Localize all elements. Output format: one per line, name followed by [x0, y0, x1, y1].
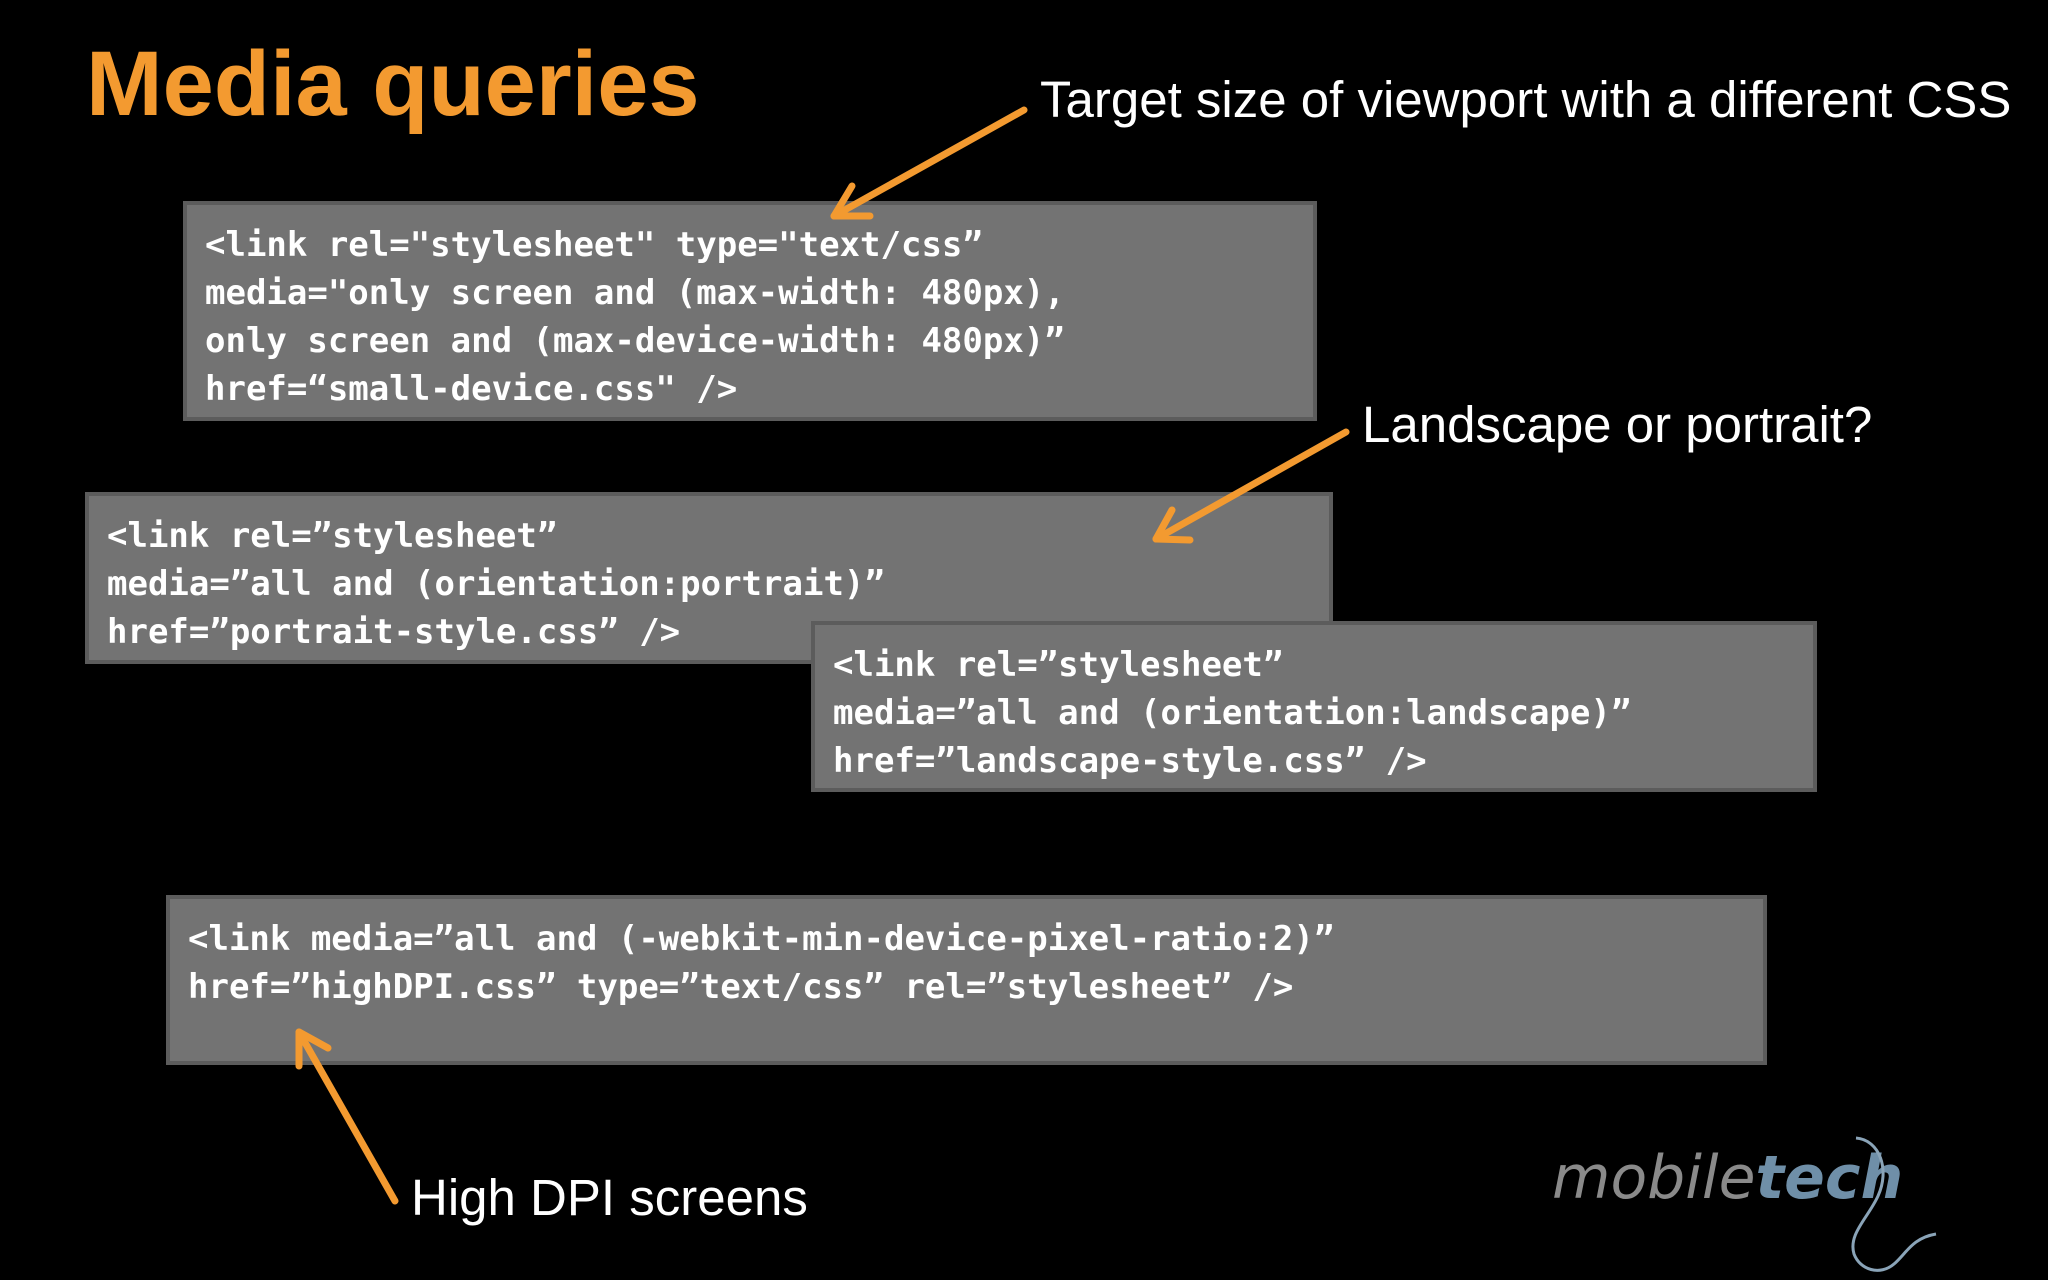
- logo-swoosh-icon: [1851, 1136, 1937, 1272]
- mobiletech-logo: mobiletech: [1544, 1130, 1964, 1280]
- code-block-high-dpi: <link media=”all and (-webkit-min-device…: [166, 895, 1767, 1065]
- code-line: media="only screen and (max-width: 480px…: [205, 273, 1065, 313]
- code-line: <link rel=”stylesheet”: [107, 516, 558, 556]
- code-line: href=“small-device.css" />: [205, 369, 738, 409]
- code-line: <link rel=”stylesheet”: [833, 645, 1284, 685]
- code-line: href=”highDPI.css” type=”text/css” rel=”…: [188, 967, 1294, 1007]
- code-line: only screen and (max-device-width: 480px…: [205, 321, 1065, 361]
- logo-word-mobile: mobile: [1552, 1143, 1756, 1213]
- annotation-target-size: Target size of viewport with a different…: [1040, 71, 2012, 128]
- code-line: media=”all and (orientation:portrait)”: [107, 564, 885, 604]
- code-line: href=”portrait-style.css” />: [107, 612, 681, 652]
- code-line: href=”landscape-style.css” />: [833, 741, 1427, 781]
- code-block-portrait: <link rel=”stylesheet” media=”all and (o…: [85, 492, 1333, 664]
- code-block-small-device: <link rel="stylesheet" type="text/css” m…: [183, 201, 1317, 421]
- annotation-orientation: Landscape or portrait?: [1362, 396, 1873, 453]
- code-line: <link media=”all and (-webkit-min-device…: [188, 919, 1335, 959]
- code-block-landscape: <link rel=”stylesheet” media=”all and (o…: [811, 621, 1817, 792]
- annotation-high-dpi: High DPI screens: [411, 1169, 808, 1226]
- code-line: media=”all and (orientation:landscape)”: [833, 693, 1632, 733]
- code-line: <link rel="stylesheet" type="text/css”: [205, 225, 983, 265]
- slide-title: Media queries: [86, 33, 700, 135]
